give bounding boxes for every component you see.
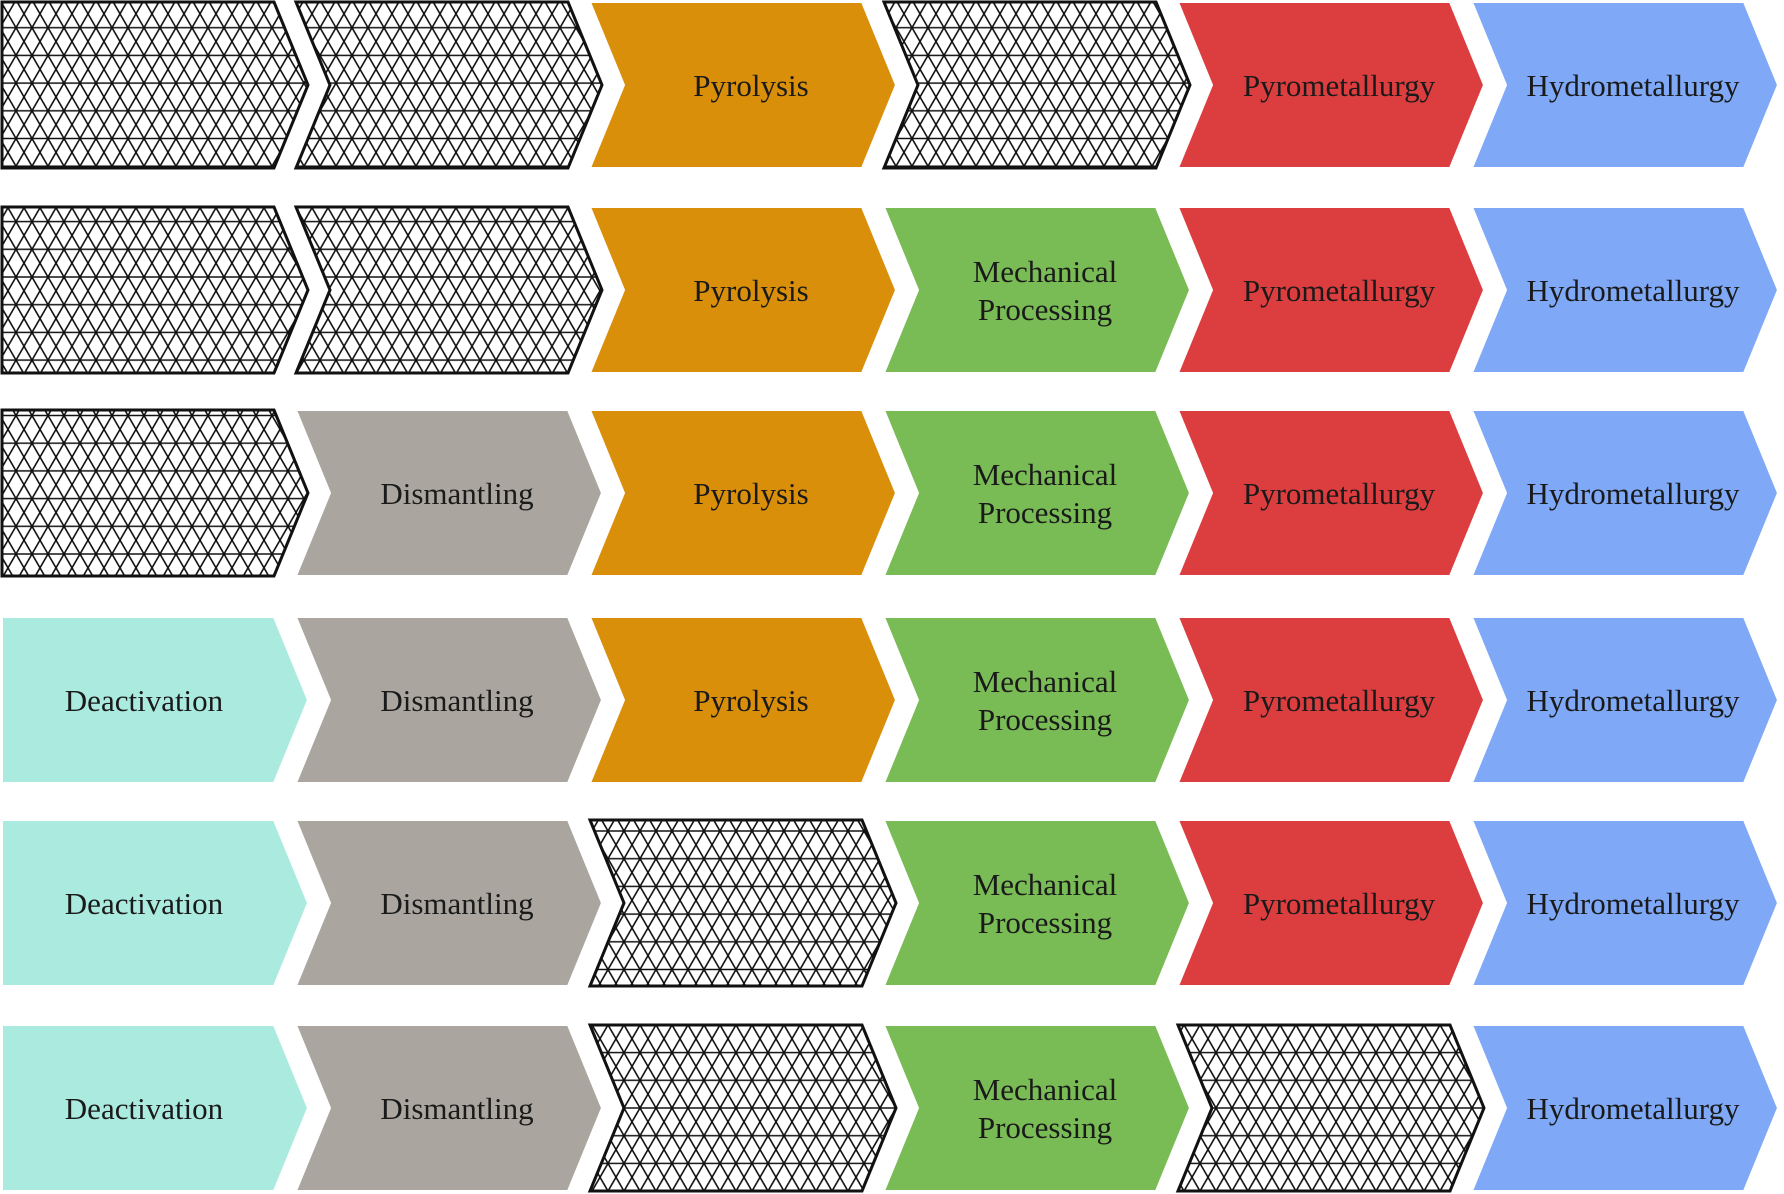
step-chevron-pyrolysis [588,1,898,169]
skipped-step-chevron-dismantling [293,0,604,170]
step-chevron-dismantling [294,409,604,577]
step-chevron-pyrolysis [588,616,898,784]
step-label-hydrometallurgy: Hydrometallurgy [1527,683,1740,718]
step-label-pyrometallurgy: Pyrometallurgy [1243,273,1436,308]
step-label-pyrometallurgy: Pyrometallurgy [1243,683,1436,718]
step-label-deactivation: Deactivation [65,1091,224,1126]
skipped-step-chevron-deactivation [0,0,310,170]
process-row: Deactivation Dismantling Pyrolysis Mechanic… [1,616,1780,784]
step-chevron-mechanical [882,819,1192,987]
step-label-hydrometallurgy: Hydrometallurgy [1527,273,1740,308]
step-label-pyrolysis: Pyrolysis [693,273,808,308]
step-chevron-pyrolysis [588,206,898,374]
step-label-pyrolysis: Pyrolysis [693,476,808,511]
step-label-pyrometallurgy: Pyrometallurgy [1243,68,1436,103]
step-label-hydrometallurgy: Hydrometallurgy [1527,1091,1740,1126]
step-label-dismantling: Dismantling [380,476,533,511]
step-label-pyrolysis: Pyrolysis [693,68,808,103]
step-label-dismantling: Dismantling [380,1091,533,1126]
step-chevron-pyrolysis [588,409,898,577]
step-chevron-mechanical [882,1024,1192,1192]
skipped-step-chevron-pyrolysis [587,1023,898,1193]
step-chevron-pyrometallurgy [1176,206,1486,374]
step-label-hydrometallurgy: Hydrometallurgy [1527,68,1740,103]
step-chevron-pyrometallurgy [1176,409,1486,577]
step-chevron-mechanical [882,206,1192,374]
step-label-hydrometallurgy: Hydrometallurgy [1527,886,1740,921]
step-chevron-deactivation [1,616,310,784]
step-label-deactivation: Deactivation [65,683,224,718]
step-chevron-dismantling [294,819,604,987]
step-chevron-pyrometallurgy [1176,819,1486,987]
skipped-step-chevron-deactivation [0,205,310,375]
step-chevron-dismantling [294,1024,604,1192]
step-label-deactivation: Deactivation [65,886,224,921]
step-label-hydrometallurgy: Hydrometallurgy [1527,476,1740,511]
step-label-dismantling: Dismantling [380,683,533,718]
step-chevron-deactivation [1,1024,310,1192]
step-chevron-pyrometallurgy [1176,1,1486,169]
step-label-pyrometallurgy: Pyrometallurgy [1243,886,1436,921]
step-chevron-mechanical [882,616,1192,784]
skipped-step-chevron-pyrolysis [587,818,898,988]
step-label-pyrometallurgy: Pyrometallurgy [1243,476,1436,511]
step-chevron-hydrometallurgy [1470,409,1780,577]
step-chevron-mechanical [882,409,1192,577]
step-label-dismantling: Dismantling [380,886,533,921]
skipped-step-chevron-pyrometallurgy [1175,1023,1486,1193]
step-label-pyrolysis: Pyrolysis [693,683,808,718]
step-chevron-hydrometallurgy [1470,1024,1780,1192]
skipped-step-chevron-mechanical [881,0,1192,170]
step-chevron-deactivation [1,819,310,987]
skipped-step-chevron-deactivation [0,408,310,578]
process-row: Pyrolysis Pyrometallurgy Hydrometallurgy [0,0,1780,170]
skipped-step-chevron-dismantling [293,205,604,375]
step-chevron-hydrometallurgy [1470,206,1780,374]
step-chevron-hydrometallurgy [1470,1,1780,169]
step-chevron-dismantling [294,616,604,784]
step-chevron-pyrometallurgy [1176,616,1486,784]
step-chevron-hydrometallurgy [1470,616,1780,784]
step-chevron-hydrometallurgy [1470,819,1780,987]
